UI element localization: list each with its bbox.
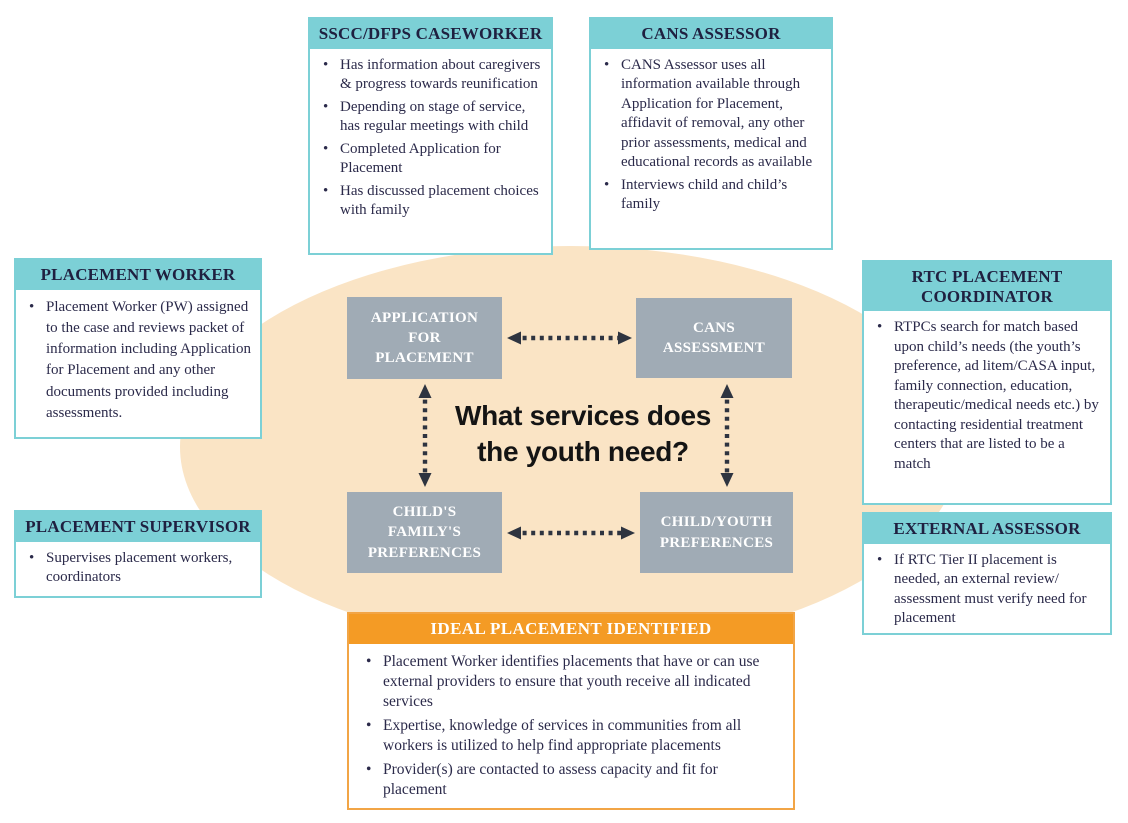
bullet-list: Supervises placement workers, coordinato… [22,549,252,588]
bullet-list: If RTC Tier II placement is needed, an e… [870,551,1102,629]
bullet-item: RTPCs search for match based upon child’… [870,318,1102,474]
bullet-list: Placement Worker identifies placements t… [359,652,781,801]
bullet-list: Has information about caregivers & progr… [316,56,543,221]
card-title: CANS ASSESSOR [591,19,831,49]
card-title: EXTERNAL ASSESSOR [864,514,1110,544]
bullet-item: Interviews child and child’s family [597,176,823,215]
bullet-item: Has information about caregivers & progr… [316,56,543,95]
bullet-item: Provider(s) are contacted to assess capa… [359,760,781,801]
central-question: What services does the youth need? [454,400,712,467]
node-label: CANS ASSESSMENT [662,319,766,356]
card-body: Placement Worker identifies placements t… [349,644,793,812]
bullet-item: Placement Worker (PW) assigned to the ca… [22,297,252,425]
node-label: APPLICATION FOR PLACEMENT [370,309,479,367]
role-card-rtc-placement-coordinator: RTC PLACEMENT COORDINATOR RTPCs search f… [862,260,1112,505]
bullet-list: RTPCs search for match based upon child’… [870,318,1102,474]
node-child-youth-preferences: CHILD/YOUTH PREFERENCES [640,492,793,573]
bullet-list: Placement Worker (PW) assigned to the ca… [22,297,252,425]
role-card-sscc-dfps-caseworker: SSCC/DFPS CASEWORKER Has information abo… [308,17,553,255]
node-cans-assessment: CANS ASSESSMENT [636,298,792,378]
card-title: PLACEMENT SUPERVISOR [16,512,260,542]
bullet-list: CANS Assessor uses all information avail… [597,56,823,215]
bullet-item: Completed Application for Placement [316,140,543,179]
card-title: RTC PLACEMENT COORDINATOR [864,262,1110,312]
role-card-cans-assessor: CANS ASSESSOR CANS Assessor uses all inf… [589,17,833,250]
bullet-item: Expertise, knowledge of services in comm… [359,716,781,757]
card-body: RTPCs search for match based upon child’… [864,311,1110,485]
card-body: Placement Worker (PW) assigned to the ca… [16,290,260,436]
role-card-external-assessor: EXTERNAL ASSESSOR If RTC Tier II placeme… [862,512,1112,635]
outcome-card-ideal-placement-identified: IDEAL PLACEMENT IDENTIFIED Placement Wor… [347,612,795,810]
card-body: Supervises placement workers, coordinato… [16,542,260,599]
card-title: IDEAL PLACEMENT IDENTIFIED [349,614,793,644]
card-body: CANS Assessor uses all information avail… [591,49,831,226]
bullet-item: CANS Assessor uses all information avail… [597,56,823,173]
node-label: CHILD/YOUTH PREFERENCES [659,514,774,551]
card-body: If RTC Tier II placement is needed, an e… [864,544,1110,640]
bullet-item: Depending on stage of service, has regul… [316,98,543,137]
role-card-placement-supervisor: PLACEMENT SUPERVISOR Supervises placemen… [14,510,262,598]
card-body: Has information about caregivers & progr… [310,49,551,232]
card-title: PLACEMENT WORKER [16,260,260,290]
bullet-item: Supervises placement workers, coordinato… [22,549,252,588]
card-title: SSCC/DFPS CASEWORKER [310,19,551,49]
center-ellipse-background [180,246,960,648]
bullet-item: Placement Worker identifies placements t… [359,652,781,713]
role-card-placement-worker: PLACEMENT WORKER Placement Worker (PW) a… [14,258,262,439]
node-application-for-placement: APPLICATION FOR PLACEMENT [347,297,502,379]
node-childs-familys-preferences: CHILD'S FAMILY'S PREFERENCES [347,492,502,573]
node-label: CHILD'S FAMILY'S PREFERENCES [367,504,482,561]
bullet-item: Has discussed placement choices with fam… [316,182,543,221]
bullet-item: If RTC Tier II placement is needed, an e… [870,551,1102,629]
